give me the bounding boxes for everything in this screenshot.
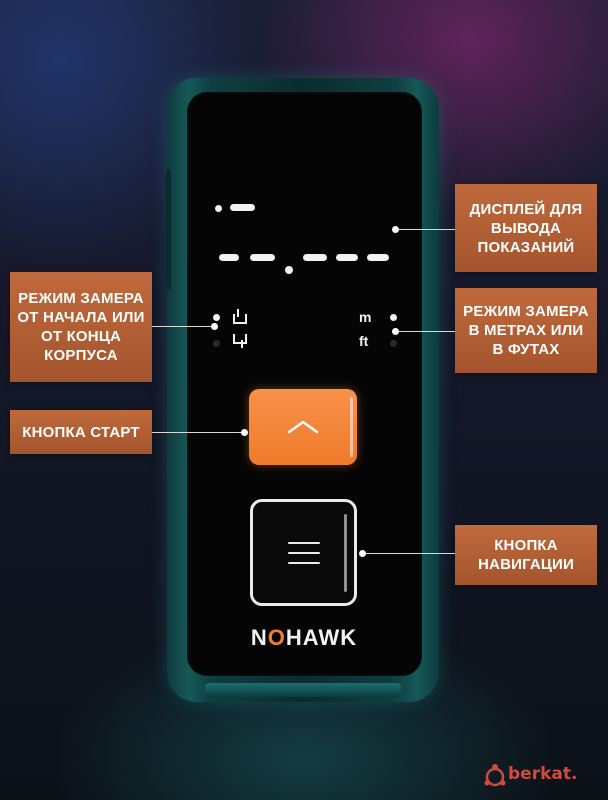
callout-units-mode-pointer — [392, 328, 399, 335]
berkat-logo-icon — [484, 764, 506, 787]
mode-front-indicator — [213, 314, 220, 321]
callout-display-pointer — [392, 226, 399, 233]
mode-back-indicator — [213, 340, 220, 347]
callout-nav-button-line — [364, 553, 455, 554]
display-segment-top — [230, 204, 255, 211]
unit-feet-label: ft — [359, 333, 369, 349]
display-segment — [367, 254, 389, 261]
callout-units-mode: РЕЖИМ ЗАМЕРА В МЕТРАХ ИЛИ В ФУТАХ — [455, 288, 597, 373]
device-base — [205, 683, 401, 697]
callout-start-button-pointer — [241, 429, 248, 436]
watermark-text: berkat. — [508, 764, 578, 784]
callout-nav-button-pointer — [359, 550, 366, 557]
display-decimal-point — [285, 266, 293, 274]
device-side-button — [166, 170, 171, 290]
start-button[interactable] — [249, 389, 357, 465]
menu-lines-icon — [287, 541, 320, 564]
callout-measure-mode-pointer — [211, 323, 218, 330]
callout-display: ДИСПЛЕЙ ДЛЯ ВЫВОДА ПОКАЗАНИЙ — [455, 184, 597, 272]
callout-display-line — [397, 229, 455, 230]
device-front-icon — [233, 309, 247, 324]
callout-measure-mode-line — [152, 326, 212, 327]
navigation-button[interactable] — [250, 499, 357, 606]
callout-start-button: КНОПКА СТАРТ — [10, 410, 152, 454]
display-segment — [219, 254, 239, 261]
brand-logo: NOHAWK — [250, 625, 358, 650]
callout-start-button-line — [152, 432, 244, 433]
display-segment — [250, 254, 275, 261]
callout-measure-mode: РЕЖИМ ЗАМЕРА ОТ НАЧАЛА ИЛИ ОТ КОНЦА КОРП… — [10, 272, 152, 382]
unit-feet-indicator — [390, 340, 397, 347]
chevron-up-icon — [287, 420, 319, 434]
display-dot-small — [215, 205, 222, 212]
callout-nav-button: КНОПКА НАВИГАЦИИ — [455, 525, 597, 585]
display-segment — [303, 254, 327, 261]
display-segment — [336, 254, 358, 261]
device-back-icon — [233, 334, 247, 348]
callout-units-mode-line — [397, 331, 455, 332]
unit-meters-label: m — [359, 309, 372, 325]
unit-meters-indicator — [390, 314, 397, 321]
